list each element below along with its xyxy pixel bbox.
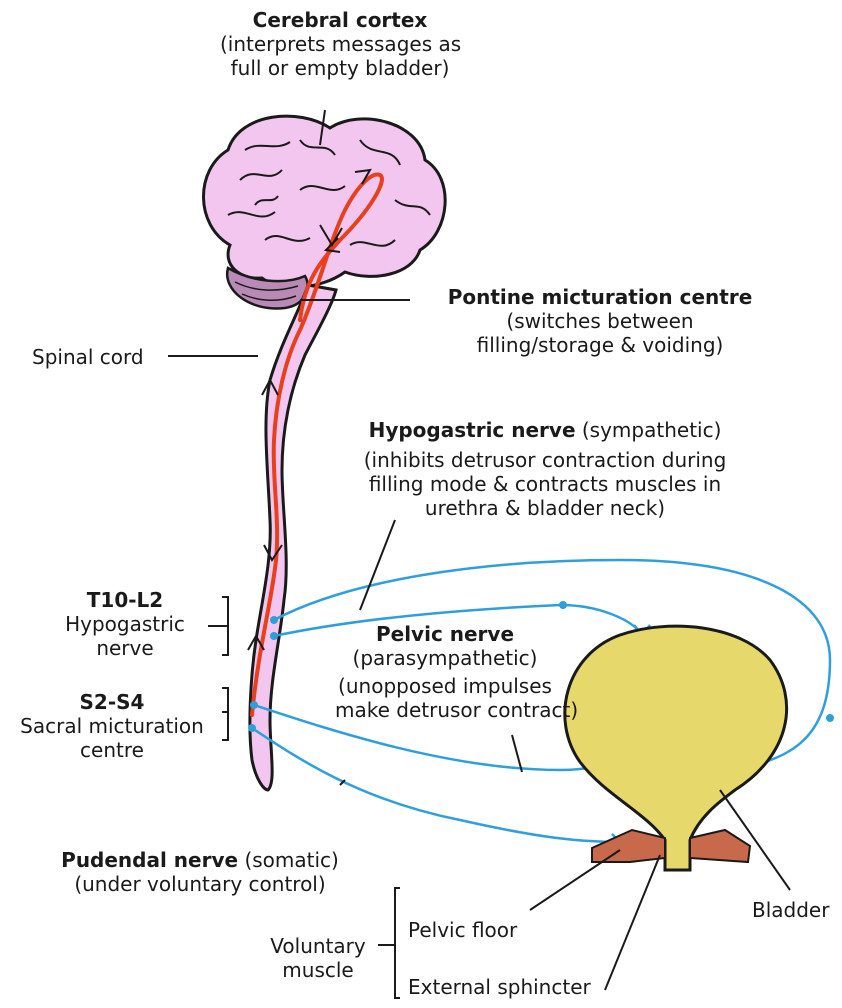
pontine-title: Pontine micturation centre (420, 285, 780, 309)
pontine-label: Pontine micturation centre (switches bet… (420, 285, 780, 357)
hypogastric-type: (sympathetic) (582, 418, 722, 442)
pontine-desc-2: filling/storage & voiding) (420, 333, 780, 357)
t10-line-1: Hypogastric (40, 612, 210, 636)
hypogastric-desc-1: (inhibits detrusor contraction during (345, 448, 745, 472)
voluntary-line-2: muscle (258, 958, 378, 982)
pudendal-nerve (252, 728, 620, 842)
t10-label: T10-L2 Hypogastric nerve (40, 588, 210, 660)
brain (203, 116, 445, 308)
pelvic-desc-1: (unopposed impulses (335, 674, 555, 698)
pontine-desc-1: (switches between (420, 309, 780, 333)
external-sphincter-label: External sphincter (408, 975, 591, 999)
pelvic-title: Pelvic nerve (335, 622, 555, 646)
t10-line-2: nerve (40, 636, 210, 660)
hypogastric-title: Hypogastric nerve (369, 418, 576, 442)
cortex-title: Cerebral cortex (220, 8, 460, 32)
hypogastric-desc-3: urethra & bladder neck) (345, 496, 745, 520)
s2-title: S2-S4 (6, 690, 218, 714)
pudendal-label: Pudendal nerve (somatic) (under voluntar… (40, 848, 360, 896)
voluntary-line-1: Voluntary (258, 934, 378, 958)
bladder-label: Bladder (752, 898, 829, 922)
cortex-desc-1: (interprets messages as (220, 32, 460, 56)
s2-line-2: centre (6, 738, 218, 762)
pelvic-type: (parasympathetic) (335, 646, 555, 670)
cortex-desc-2: full or empty bladder) (220, 56, 460, 80)
pudendal-title: Pudendal nerve (61, 848, 238, 872)
pelvic-label: Pelvic nerve (parasympathetic) (unoppose… (335, 622, 555, 722)
spinal-cord (250, 285, 336, 790)
hypogastric-label: Hypogastric nerve (sympathetic) (inhibit… (345, 418, 745, 520)
voluntary-label: Voluntary muscle (258, 934, 378, 982)
pelvic-desc-2: make detrusor contract) (335, 698, 555, 722)
spinal-cord-label: Spinal cord (32, 345, 144, 369)
pelvic-floor-label: Pelvic floor (408, 918, 517, 942)
bladder-shape (565, 626, 787, 870)
hypogastric-desc-2: filling mode & contracts muscles in (345, 472, 745, 496)
cortex-label: Cerebral cortex (interprets messages as … (220, 8, 460, 80)
s2-label: S2-S4 Sacral micturation centre (6, 690, 218, 762)
pudendal-type: (somatic) (244, 848, 338, 872)
s2-line-1: Sacral micturation (6, 714, 218, 738)
t10-title: T10-L2 (40, 588, 210, 612)
pudendal-desc: (under voluntary control) (40, 872, 360, 896)
